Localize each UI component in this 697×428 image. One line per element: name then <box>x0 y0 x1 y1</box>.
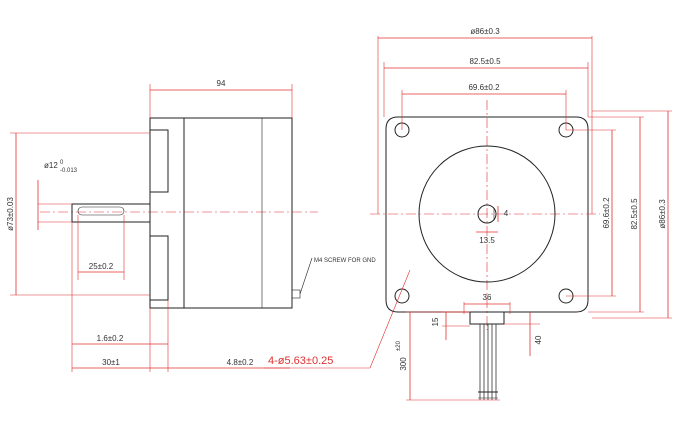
dim-shaft-length: 30±1 <box>102 358 120 367</box>
dim-hole-spacing-h: 69.6±0.2 <box>468 83 500 92</box>
dim-exit-width: 36 <box>483 293 492 302</box>
dim-hole-spacing-v: 69.6±0.2 <box>602 197 611 229</box>
dim-shaft-diameter: ø12 <box>44 161 58 170</box>
side-view: 94 ø73±0.03 ø12 0 -0.013 25±0.2 1.6±0.2 … <box>6 79 376 372</box>
shaft-key <box>77 206 125 216</box>
motor-shaft <box>71 203 151 223</box>
wire-exit-housing <box>469 311 505 325</box>
dim-shaft-13-5: 13.5 <box>479 236 495 245</box>
pilot-boss-top <box>149 129 169 193</box>
mount-holes-callout: 4-ø5.63±0.25 <box>268 355 333 367</box>
dim-overall-width: ø86±0.3 <box>470 27 500 36</box>
front-view: ø86±0.3 82.5±0.5 69.6±0.2 69.6±0.2 82.5±… <box>264 27 672 401</box>
front-flange <box>149 117 185 309</box>
pilot-circle <box>418 145 556 283</box>
dim-pilot-height: 4.8±0.2 <box>227 358 254 367</box>
dim-width-82: 82.5±0.5 <box>469 57 501 66</box>
dim-body-length: 94 <box>217 79 226 88</box>
pilot-boss-bottom <box>149 235 169 301</box>
dim-flange-thickness: 1.6±0.2 <box>97 334 124 343</box>
front-shaft <box>477 204 497 224</box>
dim-key-length: 25±0.2 <box>89 262 114 271</box>
screw-leader <box>299 257 313 295</box>
dim-exit-height: 15 <box>431 317 440 326</box>
dim-flat-depth: 4 <box>504 209 509 218</box>
dim-shaft-tol-lower: -0.013 <box>60 168 78 174</box>
dim-lead-tol: ±20 <box>396 340 402 351</box>
motor-body <box>183 117 293 309</box>
dim-lead-length: 300 <box>399 357 408 371</box>
holes-leader <box>369 269 411 369</box>
lead-wires <box>478 324 498 400</box>
screw-note: M4 SCREW FOR GND <box>314 258 376 264</box>
gnd-screw <box>291 289 301 299</box>
front-flange-outline <box>385 116 589 313</box>
dim-height-82: 82.5±0.5 <box>630 198 639 230</box>
dim-exit-offset: 40 <box>534 335 543 344</box>
dim-flange-diameter: ø73±0.03 <box>6 197 15 231</box>
dim-overall-height: ø86±0.3 <box>658 199 667 229</box>
dim-shaft-tol-upper: 0 <box>60 160 64 166</box>
